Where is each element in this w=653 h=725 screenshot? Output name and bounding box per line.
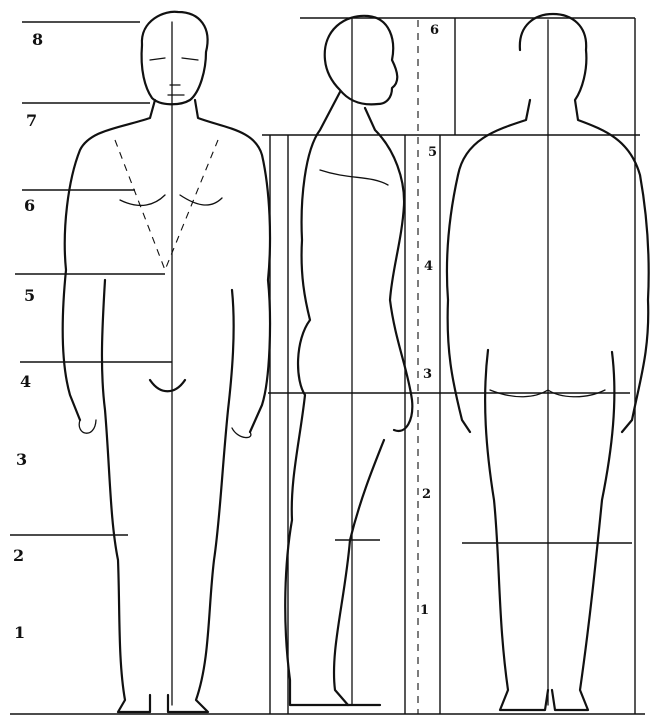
scale-label-3: 3: [16, 452, 27, 468]
side-scale-label-6: 6: [430, 24, 439, 37]
side-head: [325, 16, 398, 105]
scale-label-1: 1: [14, 625, 25, 641]
guide-lines: [10, 18, 645, 714]
side-scale-label-2: 2: [422, 488, 431, 501]
side-scale-label-1: 1: [420, 604, 429, 617]
side-chest-line: [320, 170, 388, 185]
scale-label-8: 8: [32, 32, 43, 48]
scale-label-7: 7: [26, 113, 37, 129]
front-pectorals: [120, 195, 222, 205]
side-scale-label-3: 3: [423, 368, 432, 381]
back-view-figure: [447, 14, 649, 710]
scale-label-4: 4: [20, 374, 31, 390]
side-view-figure: [285, 16, 412, 705]
side-scale-label-5: 5: [428, 146, 437, 159]
front-groin: [150, 380, 185, 391]
side-body-outline: [285, 92, 412, 705]
back-hips-legs: [485, 350, 614, 710]
side-scale-label-4: 4: [424, 260, 433, 273]
scale-label-2: 2: [13, 548, 24, 564]
scale-label-5: 5: [24, 288, 35, 304]
front-face-details: [150, 58, 198, 95]
side-leg-front: [334, 440, 384, 705]
front-torso-legs: [102, 280, 234, 712]
front-head: [142, 12, 208, 105]
scale-label-6: 6: [24, 198, 35, 214]
